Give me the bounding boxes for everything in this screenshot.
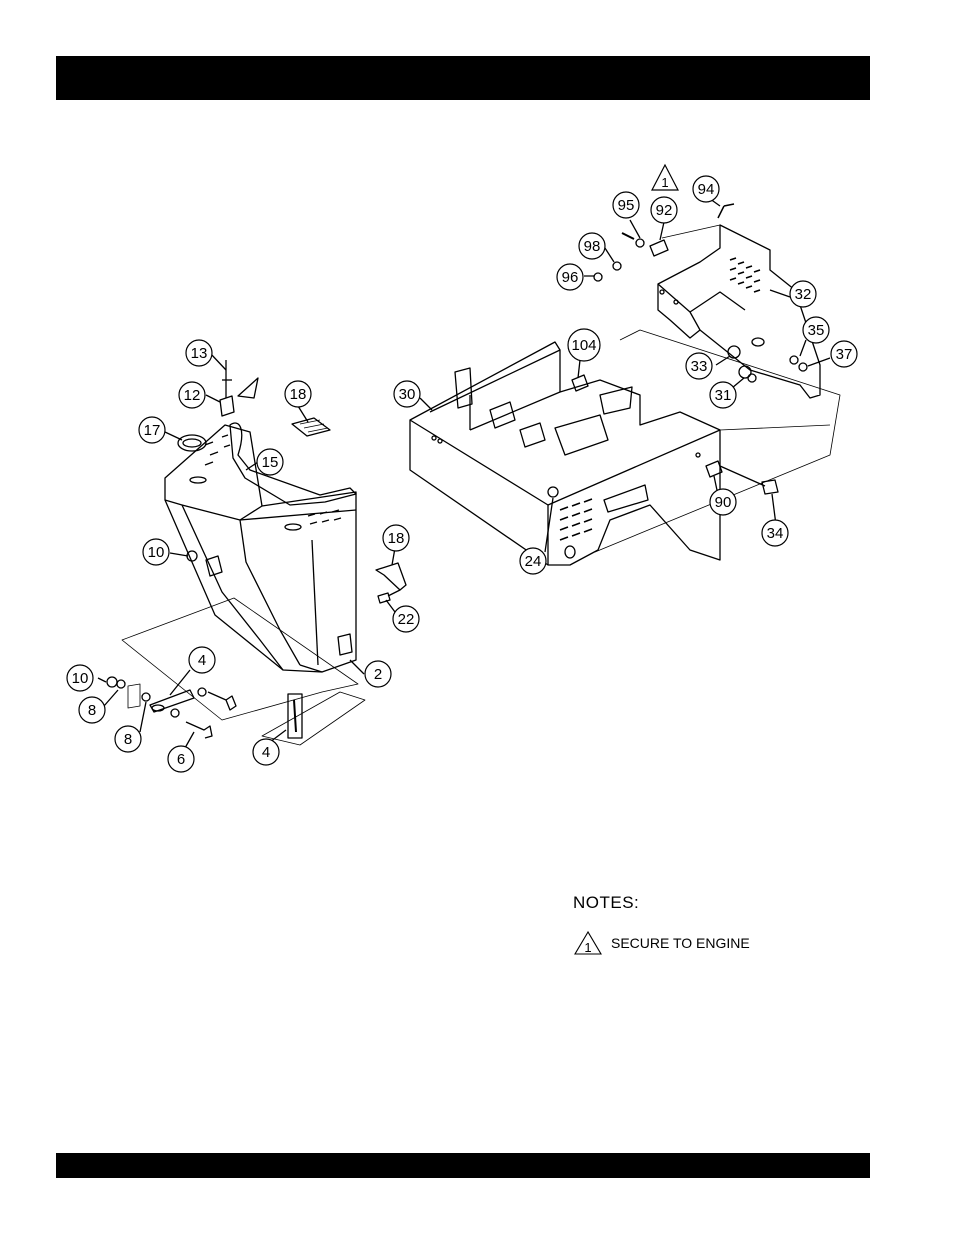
callout-label: 10: [148, 544, 165, 561]
callout-label: 104: [571, 337, 596, 354]
loop-handle: [178, 435, 206, 451]
callout-label: 90: [715, 494, 732, 511]
callout-label: 94: [698, 181, 715, 198]
fitting-104: [572, 375, 588, 391]
callout-8: 8: [115, 726, 141, 752]
callout-22: 22: [393, 606, 419, 632]
callout-90: 90: [710, 489, 736, 515]
callout-label: 8: [124, 731, 132, 748]
callout-32: 32: [790, 281, 816, 307]
callout-10: 10: [67, 665, 93, 691]
callout-label: 32: [795, 286, 812, 303]
callout-18: 18: [383, 525, 409, 551]
callout-15: 15: [257, 449, 283, 475]
callout-label: 35: [808, 322, 825, 339]
engine-marker-label: 1: [661, 175, 668, 190]
callout-label: 17: [144, 422, 161, 439]
nut-10: [107, 677, 117, 687]
callout-8: 8: [79, 697, 105, 723]
callout-35: 35: [803, 317, 829, 343]
callout-label: 34: [767, 525, 784, 542]
callout-94: 94: [693, 176, 719, 202]
callout-label: 24: [525, 553, 542, 570]
callout-6: 6: [168, 746, 194, 772]
callout-label: 10: [72, 670, 89, 687]
callout-label: 18: [388, 530, 405, 547]
callout-18: 18: [285, 381, 311, 407]
callout-96: 96: [557, 264, 583, 290]
callout-label: 18: [290, 386, 307, 403]
callout-98: 98: [579, 233, 605, 259]
clip-92: [650, 240, 668, 256]
callout-label: 22: [398, 611, 415, 628]
callout-label: 96: [562, 269, 579, 286]
callout-label: 4: [198, 652, 206, 669]
callout-104: 104: [568, 329, 600, 361]
callout-2: 2: [365, 661, 391, 687]
callout-30: 30: [394, 381, 420, 407]
bolt-row: [208, 692, 236, 710]
bolt-22: [378, 590, 400, 603]
handle-rod: [230, 423, 356, 505]
callout-label: 13: [191, 345, 208, 362]
note-text: SECURE TO ENGINE: [611, 935, 750, 951]
callout-92: 92: [651, 197, 677, 223]
callout-label: 98: [584, 238, 601, 255]
callout-4: 4: [253, 739, 279, 765]
notes-section: NOTES: 1 SECURE TO ENGINE: [573, 893, 873, 913]
callout-label: 92: [656, 202, 673, 219]
callout-label: 30: [399, 386, 416, 403]
callout-17: 17: [139, 417, 165, 443]
callout-95: 95: [613, 192, 639, 218]
note-item: 1 SECURE TO ENGINE: [573, 930, 750, 956]
callout-label: 12: [184, 387, 201, 404]
callout-label: 37: [836, 346, 853, 363]
nut-24: [548, 487, 558, 497]
callout-label: 6: [177, 751, 185, 768]
callout-4: 4: [189, 647, 215, 673]
latch-body: [220, 396, 234, 416]
engine-marker: 1: [652, 165, 678, 190]
callout-label: 8: [88, 702, 96, 719]
callout-label: 33: [691, 358, 708, 375]
callout-label: 31: [715, 387, 732, 404]
callout-13: 13: [186, 340, 212, 366]
hinge-side: [376, 563, 406, 590]
note-marker-label: 1: [584, 940, 591, 955]
note-marker-triangle: 1: [573, 930, 603, 956]
callout-24: 24: [520, 548, 546, 574]
callout-label: 4: [262, 744, 270, 761]
engine-base-frame: [410, 342, 720, 565]
callout-34: 34: [762, 520, 788, 546]
callout-label: 15: [262, 454, 279, 471]
callout-37: 37: [831, 341, 857, 367]
callout-label: 2: [374, 666, 382, 683]
callout-12: 12: [179, 382, 205, 408]
callout-31: 31: [710, 382, 736, 408]
callout-33: 33: [686, 353, 712, 379]
callout-10: 10: [143, 539, 169, 565]
notes-title: NOTES:: [573, 893, 873, 913]
callout-label: 95: [618, 197, 635, 214]
